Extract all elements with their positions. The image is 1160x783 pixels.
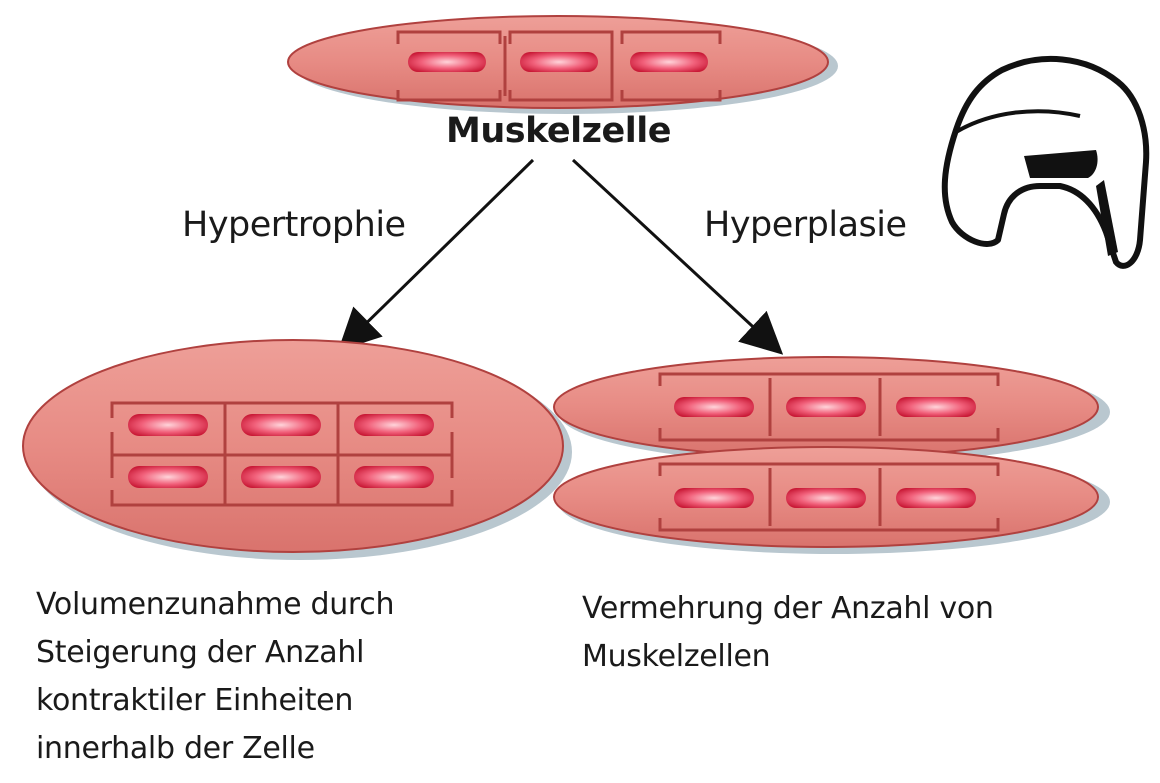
myofibril [674,397,754,417]
myofibril [896,488,976,508]
sarcomere-group [658,462,1000,532]
hypertrophy-description-line: Steigerung der Anzahl [36,635,365,670]
myofibril [354,414,434,436]
myofibril [674,488,754,508]
hypertrophy-description-line: innerhalb der Zelle [36,731,315,766]
myofibril [241,414,321,436]
muscle-cell-hypertrophy [22,339,572,560]
muscle-cell-hyperplasia-lower [553,446,1110,554]
hyperplasia-description-line: Muskelzellen [582,639,771,674]
myofibril [128,414,208,436]
spartan-helmet-icon [941,55,1150,269]
muscle-cell-top [287,15,838,114]
arrow-hypertrophy [337,158,535,351]
myofibril [786,488,866,508]
myofibril [630,52,708,72]
center-label: Muskelzelle [446,111,672,151]
hypertrophy-description-line: Volumenzunahme durch [36,587,395,622]
myofibril [128,466,208,488]
arrow-hyperplasia [571,158,784,355]
sarcomere-group [110,401,454,507]
myofibril [786,397,866,417]
hyperplasia-label: Hyperplasie [704,205,907,245]
myofibril [896,397,976,417]
myofibril [354,466,434,488]
muscle-cell-hyperplasia-upper [553,356,1110,464]
hypertrophy-description-line: kontraktiler Einheiten [36,683,354,718]
hyperplasia-description-line: Vermehrung der Anzahl von [582,591,994,626]
myofibril [408,52,486,72]
sarcomere-group [396,30,722,102]
myofibril [241,466,321,488]
hyperplasia-description: Vermehrung der Anzahl von Muskelzellen [582,585,994,681]
hypertrophy-label: Hypertrophie [182,205,406,245]
hypertrophy-description: Volumenzunahme durch Steigerung der Anza… [36,581,395,773]
myofibril [520,52,598,72]
sarcomere-group [658,372,1000,442]
